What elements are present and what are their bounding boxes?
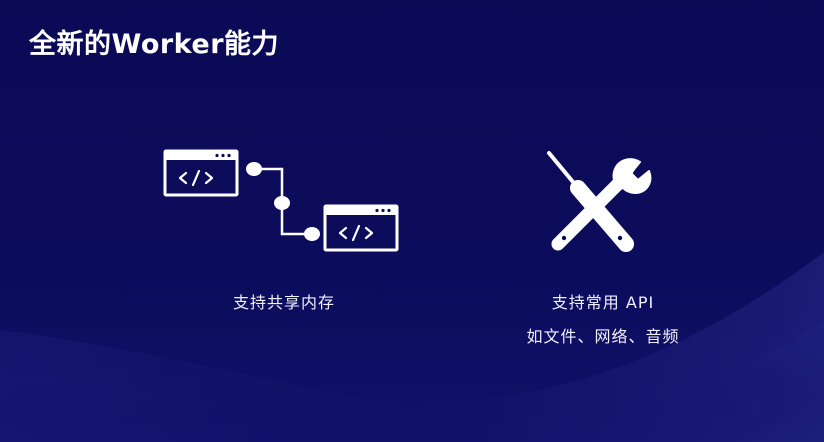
wrench-screwdriver-icon [547, 151, 652, 252]
feature-caption-detail: 如文件、网络、音频 [526, 327, 680, 346]
linked-code-windows-icon [163, 149, 399, 252]
feature-caption: 支持共享内存 [232, 293, 335, 312]
feature-common-api: 支持常用 API 如文件、网络、音频 [490, 148, 716, 349]
page-title: 全新的Worker能力 [29, 29, 280, 60]
feature-shared-memory: 支持共享内存 [160, 148, 408, 315]
feature-caption: 支持常用 API [551, 293, 655, 312]
